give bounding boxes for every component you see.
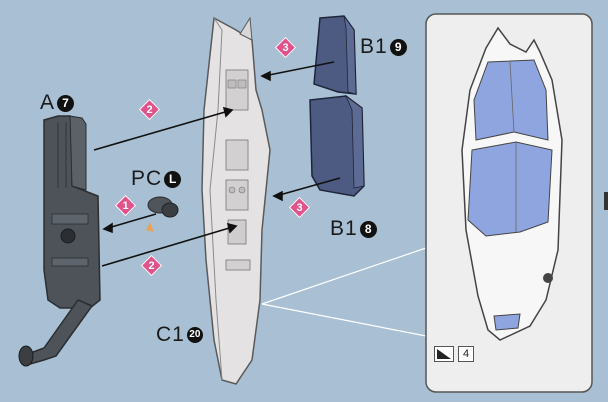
part-b1-bottom-number: 8 <box>360 221 377 238</box>
reference-marker: 4 <box>434 346 474 362</box>
part-a-frame <box>19 116 100 366</box>
step-marker-1: 1 <box>116 196 135 215</box>
callout-lines <box>262 248 426 336</box>
reference-page-number: 4 <box>458 346 474 362</box>
detail-panel <box>426 14 592 392</box>
part-pc-joint <box>146 197 178 232</box>
page-edge-tab <box>604 192 608 210</box>
step-marker-3-upper: 3 <box>276 38 295 57</box>
part-c1-number: 20 <box>187 327 203 343</box>
step-marker-3-lower: 3 <box>290 198 309 217</box>
reference-triangle-icon <box>434 346 454 362</box>
part-b1-bottom-label: B18 <box>330 218 377 240</box>
part-b1-top-number: 9 <box>390 39 407 56</box>
part-a-number: 7 <box>57 95 74 112</box>
part-b1-bottom <box>310 96 364 196</box>
part-c1-wing <box>202 18 270 384</box>
part-pc-number: L <box>164 171 181 188</box>
part-c1-label: C120 <box>156 324 203 346</box>
part-b1-top <box>314 16 356 94</box>
step-marker-2-lower: 2 <box>142 256 161 275</box>
part-pc-label: PCL <box>131 168 181 190</box>
part-a-label: A7 <box>40 92 74 114</box>
part-b1-top-label: B19 <box>360 36 407 58</box>
step-marker-2-upper: 2 <box>140 100 159 119</box>
